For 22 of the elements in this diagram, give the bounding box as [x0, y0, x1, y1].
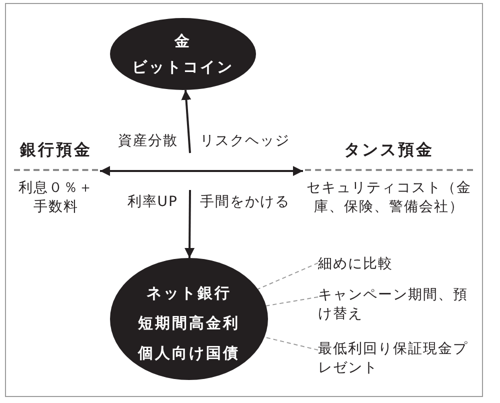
ellipse-text: ネット銀行 [146, 284, 232, 303]
note-text: 細めに比較 [318, 255, 394, 274]
axis-label: 資産分散 [118, 132, 178, 150]
axis-label: 手間をかける [200, 193, 290, 211]
ellipse-text: ビットコイン [132, 58, 234, 77]
body-text: セキュリティコスト（金庫、保険、警備会社） [306, 179, 472, 217]
heading: タンス預金 [343, 139, 435, 161]
leader-line [264, 336, 318, 350]
note-text: 最低利回り保証現金プレゼント [318, 340, 468, 378]
note-text: キャンペーン期間、預け替え [318, 286, 468, 324]
leader-line [266, 296, 318, 306]
axis-label: 利率UP [127, 193, 178, 211]
arrow [181, 90, 192, 154]
ellipse-text: 金 [174, 32, 192, 51]
arrow [184, 190, 195, 258]
ellipse-text: 短期間高金利 [138, 314, 240, 333]
axis-label: リスクヘッジ [200, 132, 290, 150]
body-text: 利息０％＋手数料 [18, 179, 94, 217]
arrow [100, 166, 303, 176]
heading: 銀行預金 [18, 139, 93, 161]
leader-line [257, 262, 318, 290]
ellipse-text: 個人向け国債 [138, 344, 240, 363]
